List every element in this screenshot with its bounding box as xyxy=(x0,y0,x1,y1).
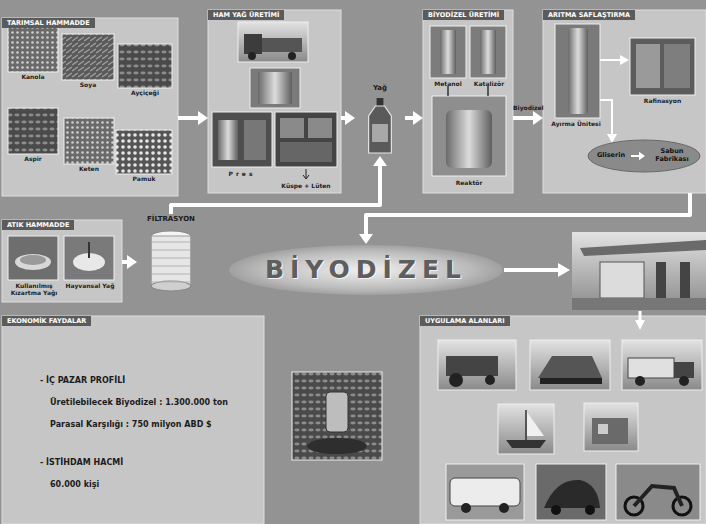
connector-line xyxy=(178,116,200,120)
node-title: Gliserin xyxy=(591,152,631,160)
flow-arrow xyxy=(171,156,387,214)
node-title: ATIK HAMMADDE xyxy=(2,220,74,230)
arrow-head xyxy=(345,111,355,125)
connector-line xyxy=(366,193,690,236)
node-title: TARIMSAL HAMMADDE xyxy=(2,18,95,28)
connector-line xyxy=(171,164,380,214)
flow-arrow xyxy=(513,111,543,125)
node-text: 60.000 kişi xyxy=(50,480,99,490)
node-title: Yağ xyxy=(355,84,405,92)
arrow-head xyxy=(127,255,137,269)
product-label: Sabun Fabrikası xyxy=(645,143,699,169)
photo-caption: Pres xyxy=(212,170,272,177)
panel: ARITMA SAFLAŞTIRMA Gliserin Sabun Fabrikas… xyxy=(543,10,706,193)
photo-caption: Keten xyxy=(64,165,114,172)
panel: EKONOMİK FAYDALAR - İÇ PAZAR PROFİLİ Üreti… xyxy=(2,316,264,524)
edge-label: Biyodizel xyxy=(513,104,543,111)
filter-unit: FİLTRASYON xyxy=(137,214,205,298)
node-text: Parasal Karşılığı : 750 milyon ABD $ xyxy=(50,420,212,430)
node-text: Üretilebilecek Biyodizel : 1.300.000 ton xyxy=(50,398,228,408)
flow-arrow xyxy=(405,111,423,125)
node-title: ARITMA SAFLAŞTIRMA xyxy=(543,10,635,20)
node-title: FİLTRASYON xyxy=(137,215,205,223)
node-title: Sabun Fabrikası xyxy=(645,148,699,163)
flow-arrow xyxy=(122,255,137,269)
photo-caption: Reaktör xyxy=(432,179,506,186)
product-label: Gliserin xyxy=(591,149,631,163)
node-text: - İSTİHDAM HACMİ xyxy=(40,458,123,468)
node-title: HAM YAĞ ÜRETİMİ xyxy=(208,10,284,20)
filter-shape xyxy=(137,214,205,298)
photo-caption: Ayırma Ünitesi xyxy=(546,120,606,127)
photo-caption: Küspe + Lüten xyxy=(275,182,337,189)
arrow-head xyxy=(359,234,373,244)
flow-arrow xyxy=(631,152,645,160)
node-title: EKONOMİK FAYDALAR xyxy=(2,316,91,326)
photo-caption: Kullanılmış Kızartma Yağı xyxy=(5,282,63,296)
flow-arrow xyxy=(178,111,208,125)
node-title: BİYODİZEL ÜRETİMİ xyxy=(423,10,504,20)
connector-line xyxy=(513,116,535,120)
photo-caption: Hayvansal Yağ xyxy=(62,282,118,289)
node-title: BİYODİZEL xyxy=(228,253,504,287)
panel: HAM YAĞ ÜRETİMİ xyxy=(208,10,341,193)
photo-caption: Soya xyxy=(62,81,114,88)
arrow-head xyxy=(533,111,543,125)
photo-caption: Rafinasyon xyxy=(630,97,695,104)
arrow-head xyxy=(413,111,423,125)
panel: BİYODİZEL ÜRETİMİ xyxy=(423,10,513,193)
panel: UYGULAMA ALANLARI xyxy=(420,316,706,524)
connector-line xyxy=(631,155,640,157)
photo-caption: Kanola xyxy=(8,73,58,80)
bottle-shape xyxy=(355,84,405,156)
photo-caption: Ayçiçeği xyxy=(118,89,172,96)
flow-arrow xyxy=(359,193,690,244)
photo-caption: Metanol xyxy=(426,80,470,87)
oil-bottle: Yağ xyxy=(355,84,405,156)
arrow-head xyxy=(373,156,387,166)
arrow-head xyxy=(639,152,645,160)
title-oval: BİYODİZEL xyxy=(228,244,504,296)
photo-caption: Pamuk xyxy=(116,175,172,182)
node-title: UYGULAMA ALANLARI xyxy=(420,316,510,326)
node-text: - İÇ PAZAR PROFİLİ xyxy=(40,376,125,386)
photo-caption: Aspir xyxy=(8,155,58,162)
photo-caption: Katalizör xyxy=(466,80,512,87)
flow-arrow xyxy=(341,111,355,125)
arrow-head xyxy=(198,111,208,125)
